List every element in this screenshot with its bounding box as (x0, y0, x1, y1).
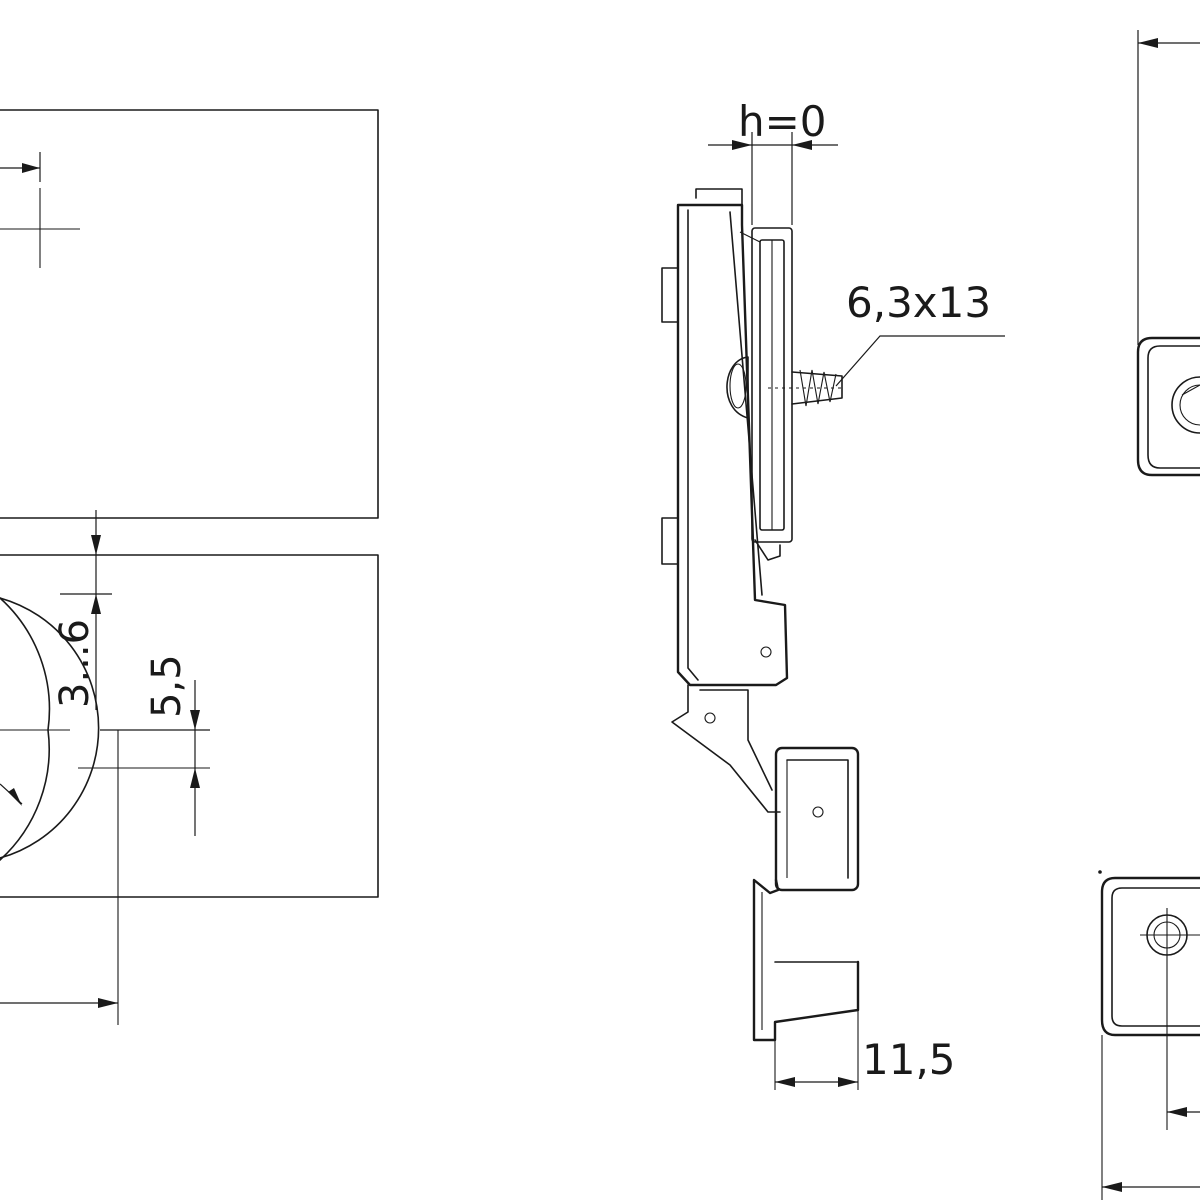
upper-hole-center-mark (0, 152, 80, 268)
hinge-side-view: h=0 6,3x13 (661, 97, 1005, 1090)
overlay-label: h=0 (738, 97, 827, 146)
overlay-dimension: h=0 (708, 97, 838, 225)
depth-dimension: 11,5 (775, 1035, 956, 1087)
bottom-horizontal-dimension (0, 998, 118, 1008)
lower-door-panel (0, 554, 379, 898)
depth-label: 11,5 (862, 1035, 956, 1084)
cup-hole-circle (0, 597, 100, 861)
hinge-top-view (1098, 30, 1200, 1200)
screw-callout: 6,3x13 (835, 278, 1005, 387)
gap-range-label: 3...6 (52, 619, 98, 708)
gap-dimension: 3...6 (52, 510, 112, 710)
screw-size-label: 6,3x13 (846, 278, 991, 327)
offset-label: 5,5 (144, 654, 190, 718)
offset-dimension: 5,5 (78, 654, 210, 1025)
upper-door-panel (0, 109, 379, 519)
